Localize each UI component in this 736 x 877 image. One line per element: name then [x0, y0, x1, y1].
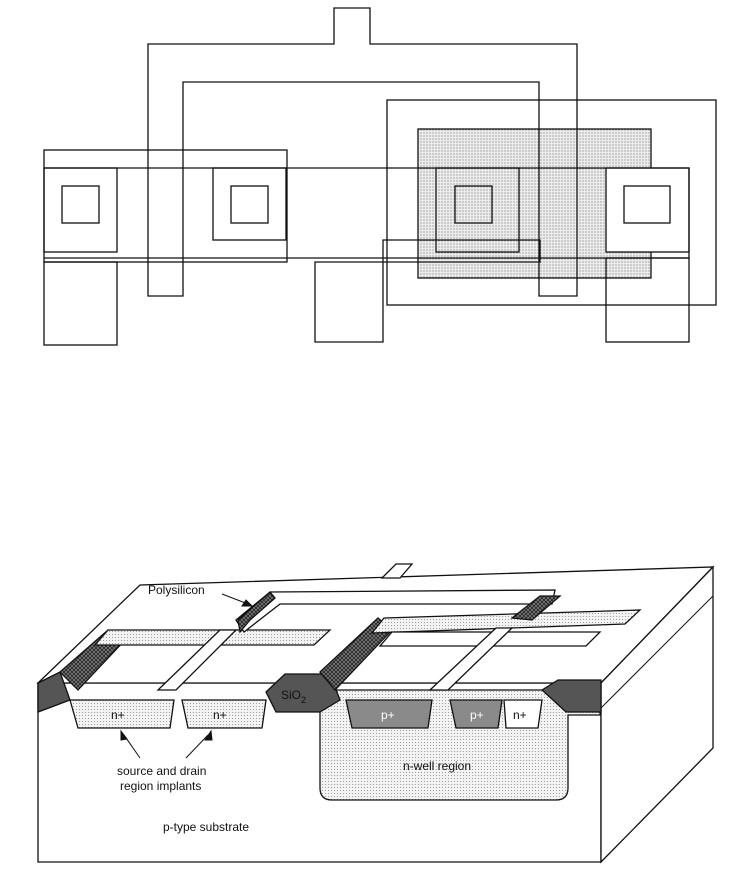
field-oxide-right — [540, 679, 602, 713]
poly-gate-outer — [147, 7, 578, 297]
label-substrate: p-type substrate — [163, 820, 249, 834]
metal-rail — [44, 167, 690, 259]
contact-surround-4 — [605, 167, 690, 253]
cross-section — [36, 563, 715, 864]
contact-surround-1 — [43, 167, 118, 253]
label-p-plus-left: p+ — [381, 708, 395, 722]
label-n-plus-right: n+ — [513, 708, 527, 722]
active-trench-right — [370, 609, 642, 634]
poly-route-stub — [380, 563, 414, 579]
label-implants-line1: source and drain — [117, 764, 206, 778]
callouts — [120, 593, 254, 759]
metal-route-lower — [314, 239, 541, 343]
contact-3 — [454, 185, 493, 224]
label-n-well: n-well region — [403, 759, 471, 773]
p-plus-implant-left — [345, 699, 433, 729]
n-active-left — [43, 149, 288, 263]
label-n-plus-left: n+ — [111, 708, 125, 722]
label-p-plus-right: p+ — [470, 708, 484, 722]
label-polysilicon: Polysilicon — [148, 583, 205, 597]
contact-1 — [61, 185, 100, 224]
p-plus-implant-right — [449, 699, 503, 729]
label-n-plus-mid: n+ — [213, 708, 227, 722]
contact-4 — [623, 185, 671, 224]
n-active-right — [386, 99, 717, 306]
polysilicon-arrowhead — [241, 599, 254, 607]
contact-2 — [230, 185, 269, 224]
poly-gate-left-wall — [237, 591, 276, 634]
polysilicon-leader — [221, 593, 249, 605]
n-plus-implant-mid — [181, 699, 267, 729]
poly-gate-right — [428, 627, 514, 691]
contact-surround-2 — [212, 167, 287, 241]
n-plus-implant-left — [69, 699, 175, 729]
field-oxide-center — [265, 673, 341, 713]
side-face-edge — [600, 595, 714, 709]
implant-arrowhead-right — [204, 729, 213, 741]
contact-surround-3 — [435, 167, 520, 253]
substrate-side-face — [600, 565, 714, 864]
poly-gate-left — [156, 629, 238, 691]
implant-leader-right — [185, 734, 209, 759]
label-sio2: SiO2 — [281, 688, 306, 705]
n-active-left-lower — [43, 261, 118, 346]
poly-route-right — [510, 595, 562, 621]
mask-layout — [43, 7, 717, 346]
n-plus-implant-right — [503, 699, 543, 729]
implant-arrowhead-left — [120, 729, 128, 741]
label-implants-line2: region implants — [120, 779, 201, 793]
